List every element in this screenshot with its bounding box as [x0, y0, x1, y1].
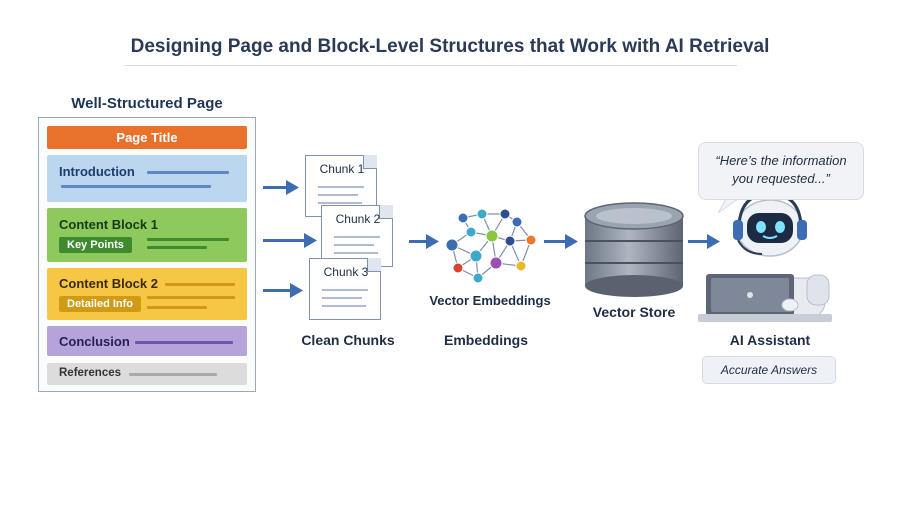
speech-bubble: “Here’s the information you requested...…	[698, 142, 864, 200]
page-title-block: Page Title	[47, 126, 247, 149]
arrow-to-chunk-1	[263, 180, 299, 195]
arrow-to-chunk-3	[263, 283, 303, 298]
content-block-1-label: Content Block 1	[59, 217, 158, 232]
chunk-3-label: Chunk 3	[323, 265, 369, 279]
vector-embeddings-caption: Vector Embeddings	[429, 293, 551, 308]
chunk-3: Chunk 3	[309, 258, 381, 320]
ai-assistant-caption: AI Assistant	[729, 332, 811, 348]
speech-bubble-line-1: “Here’s the information	[715, 153, 847, 168]
references-text-line	[129, 373, 217, 376]
content-block-1-text-line	[147, 238, 229, 241]
content-block-2-text-line	[147, 296, 235, 299]
references-block: References	[47, 363, 247, 385]
chunk-2-label: Chunk 2	[335, 212, 381, 226]
content-block-1-text-line	[147, 246, 207, 249]
ai-robot-icon	[698, 192, 832, 322]
arrow-to-chunk-2	[263, 233, 317, 248]
speech-bubble-line-2: you requested...”	[732, 171, 830, 186]
content-block-2: Content Block 2 Detailed Info	[47, 268, 247, 320]
content-block-2-text-line	[165, 283, 235, 286]
content-block-2-label: Content Block 2	[59, 276, 158, 291]
diagram-title: Designing Page and Block-Level Structure…	[130, 36, 770, 57]
embedding-nodes	[445, 208, 537, 284]
references-label: References	[59, 367, 122, 379]
introduction-label: Introduction	[59, 164, 135, 179]
clean-chunks-caption: Clean Chunks	[301, 332, 395, 348]
page-title-label: Page Title	[116, 130, 178, 145]
detailed-info-tag: Detailed Info	[59, 296, 142, 312]
chunk-2: Chunk 2	[321, 205, 393, 267]
arrow-store-to-assistant	[688, 234, 720, 249]
embeddings-caption: Embeddings	[443, 332, 528, 348]
conclusion-text-line	[135, 341, 233, 344]
speech-bubble-tail	[717, 198, 740, 214]
introduction-block: Introduction	[47, 155, 247, 202]
chunk-1-label: Chunk 1	[319, 162, 365, 176]
vector-store-database-icon	[584, 202, 684, 297]
introduction-text-line	[61, 185, 211, 188]
introduction-text-line	[147, 171, 229, 174]
well-structured-page: Page Title Introduction Content Block 1 …	[38, 117, 256, 392]
conclusion-block: Conclusion	[47, 326, 247, 356]
arrow-chunks-to-embeddings	[409, 234, 439, 249]
vector-store-caption: Vector Store	[592, 304, 676, 320]
arrow-embeddings-to-store	[544, 234, 578, 249]
page-label: Well-Structured Page	[71, 95, 223, 112]
key-points-tag: Key Points	[59, 237, 132, 253]
conclusion-label: Conclusion	[59, 334, 130, 349]
title-divider	[125, 65, 737, 66]
content-block-1: Content Block 1 Key Points	[47, 208, 247, 262]
accurate-answers-badge: Accurate Answers	[702, 356, 836, 384]
content-block-2-text-line	[147, 306, 207, 309]
